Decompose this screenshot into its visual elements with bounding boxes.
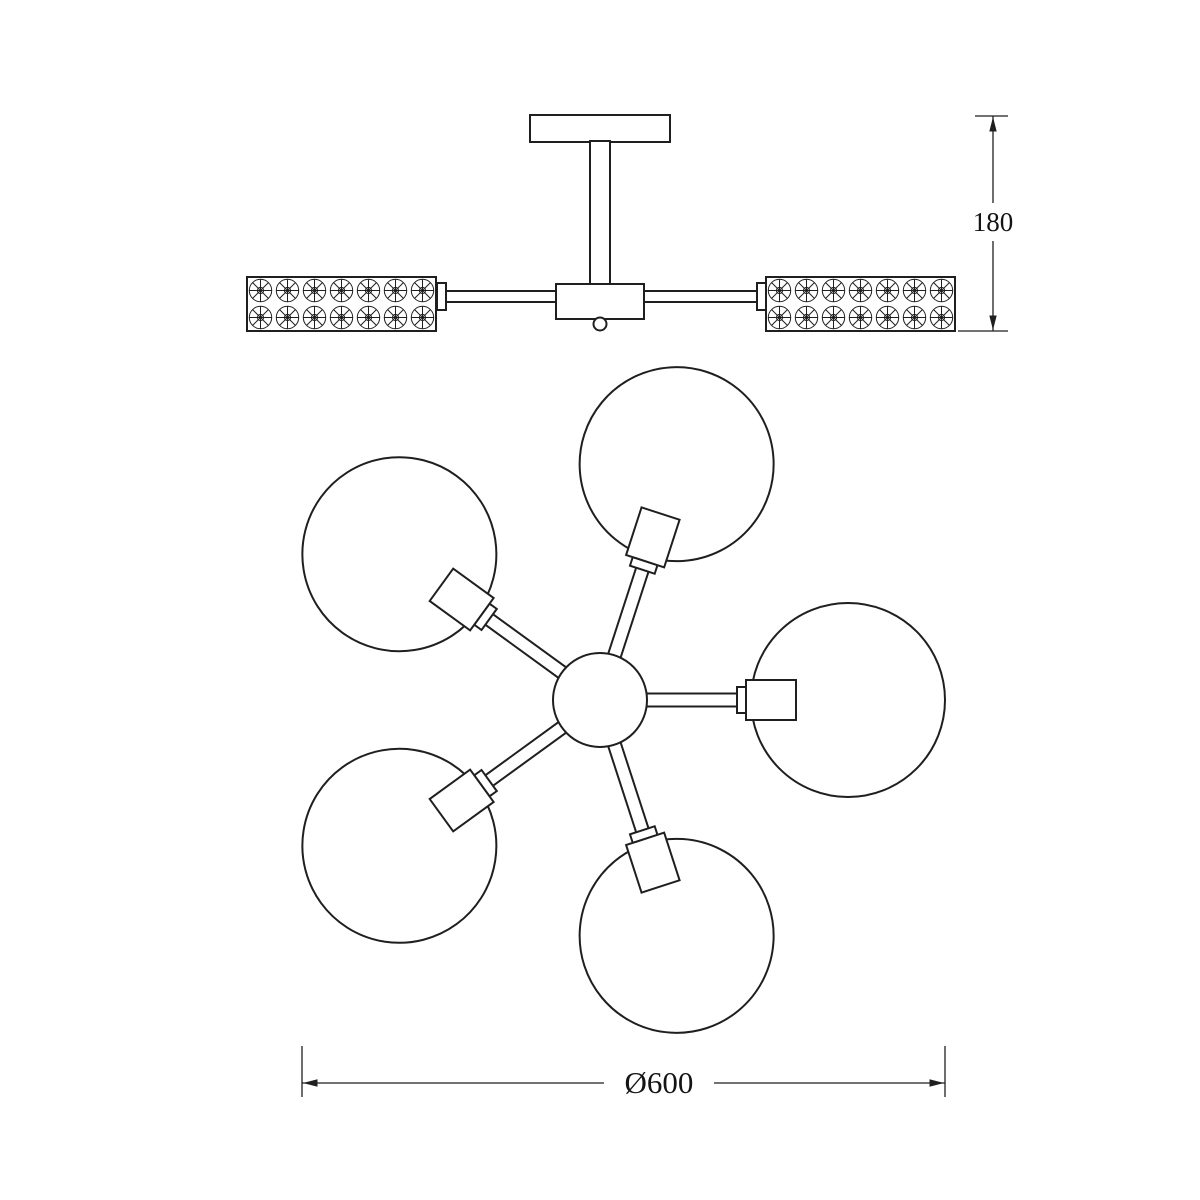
lamp-arm-upper-left (301, 456, 575, 685)
globe (301, 747, 498, 944)
lamp-arm-lower-right (578, 732, 775, 1034)
crystal-shade-right (765, 276, 956, 332)
connector-right (756, 282, 767, 311)
arm (483, 612, 575, 685)
crystal-shade-left (246, 276, 437, 332)
height-dimension-label: 180 (973, 207, 1014, 237)
arm (604, 565, 651, 668)
height-dimension: 180 (958, 115, 1015, 332)
arm (483, 715, 575, 788)
arm-right (641, 290, 760, 303)
arrowhead-up (989, 117, 997, 132)
connector-left (436, 282, 447, 311)
socket (428, 567, 496, 632)
arm (604, 732, 651, 835)
ceiling-plate (529, 114, 671, 143)
dimension-text-mask (604, 1062, 714, 1102)
plan-view (301, 366, 946, 1034)
lamp-arm-right (637, 602, 946, 798)
diameter-dimension: Ø600 (301, 1046, 946, 1102)
side-view (246, 114, 956, 332)
stem (589, 140, 611, 287)
lamp-arm-lower-left (301, 715, 575, 944)
diameter-dimension-label: Ø600 (625, 1065, 694, 1100)
arm-left (445, 290, 559, 303)
socket (624, 506, 681, 569)
socket (745, 679, 797, 721)
arrowhead-right (929, 1079, 944, 1087)
arm (637, 692, 739, 708)
central-hub (552, 652, 648, 748)
central-body (555, 283, 645, 320)
globe (301, 456, 498, 653)
socket (428, 768, 496, 833)
dimension-text-mask (971, 203, 1015, 241)
socket (624, 831, 681, 894)
lamp-arm-upper-right (578, 366, 775, 668)
globe (578, 837, 775, 1034)
globe (578, 366, 775, 563)
finial-knob (592, 316, 608, 332)
arrowhead-down (989, 315, 997, 330)
arm-collar (736, 686, 747, 714)
arrowhead-left (303, 1079, 318, 1087)
